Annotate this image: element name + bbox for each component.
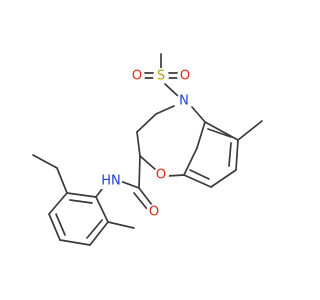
bond-carbonyl-o-2 [133,192,148,210]
atom-labels: S O O N O HN O [100,68,193,220]
bond-ar6 [204,121,239,141]
bond-aryl-methyl [237,120,263,141]
bond-o-aryl [166,174,185,177]
amide-oxygen-label: O [149,205,159,220]
bond-ar2 [183,147,198,176]
nh-bg [100,173,122,189]
bond-lines [32,53,263,246]
bond-ph5 [89,221,109,246]
bond-ar3-inner [189,169,210,180]
structure-drawing: S O O N O HN O [32,53,263,246]
bond-ar4 [210,169,237,188]
o-left-bg [129,68,145,84]
sulfonyl-oxygen-right-label: O [180,69,190,84]
bond-ph3-inner [55,213,66,236]
sulfur-label: S [157,69,165,84]
bond-ph5-inner [86,219,103,239]
bond-ar1 [196,121,206,149]
bond-ar5-inner [228,142,232,167]
sulfonyl-oxygen-left-label: O [132,69,142,84]
bond-ar6-inner [207,128,232,138]
bond-ch-o [139,155,157,171]
amide-nh-label: HN [101,174,121,189]
bond-ph2 [48,192,68,215]
bond-n-aryl [191,106,206,123]
bond-ethyl-1 [56,167,68,194]
bond-phenyl-methyl [107,221,135,229]
molecule-diagram: S O O N O HN O [32,53,263,246]
bond-ch2-ch [136,131,141,157]
o-amide-bg [146,204,162,220]
s-bg [153,68,169,84]
bond-ph6 [95,196,109,223]
ring-oxygen-label: O [156,168,166,183]
bond-ph3 [48,213,61,241]
bond-ar3 [183,174,212,188]
bond-ar5 [235,139,239,171]
bond-ch-carbonyl [138,155,141,189]
ring-nitrogen-label: N [179,94,189,109]
bond-carbonyl-o [138,187,153,206]
bond-ch2-ch2 [136,113,157,133]
bond-s-n [164,83,180,98]
o-right-bg [177,68,193,84]
bond-carbonyl-n [119,180,140,189]
o-ring-bg [153,167,169,183]
bond-n-ch2 [155,105,175,115]
n-bg [176,93,192,109]
bond-ph1-inner [69,199,93,204]
bond-ethyl-2 [32,154,58,169]
bond-ph1 [66,192,97,198]
bond-ph4 [59,239,91,246]
